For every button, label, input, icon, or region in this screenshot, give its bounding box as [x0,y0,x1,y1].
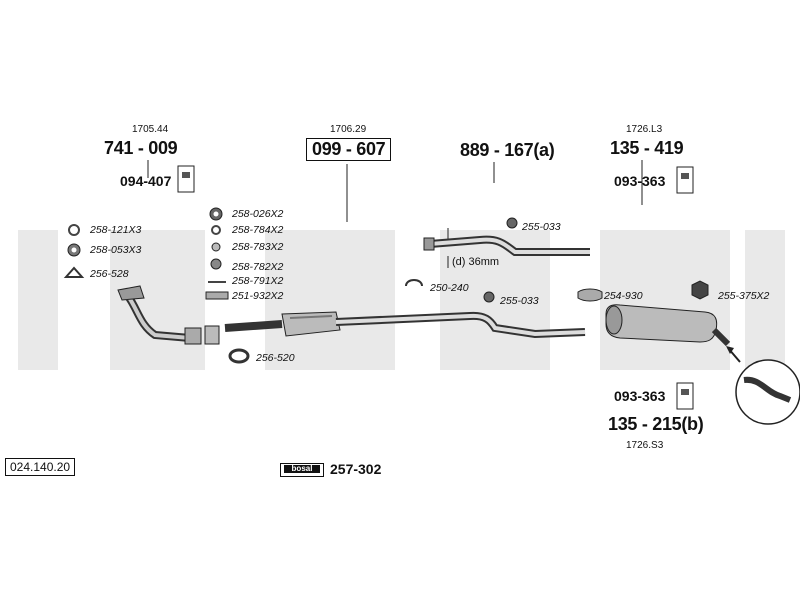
label-251-932: 251-932X2 [232,290,284,302]
watermark-block-end [745,230,785,370]
bracket-093-363-top-detail [681,173,689,179]
label-258-784: 258-784X2 [232,224,284,236]
label-pipe-d: (d) 36mm [452,256,500,268]
label-250-240: 250-240 [430,282,469,294]
label-258-782: 258-782X2 [232,261,284,273]
front-pipe [124,293,191,342]
label-255-033-top: 255-033 [522,221,561,233]
gasket-258-121 [68,224,80,236]
ref-1726l3: 1726.L3 [626,124,663,135]
front-pipe-highlight [126,294,191,340]
part-number-741[interactable]: 741 - 009 [104,138,178,158]
bracket-093-363-top [676,166,694,194]
diagram-code: 024.140.20 [5,458,76,476]
label-254-930: 254-930 [604,290,643,302]
label-256-520: 256-520 [256,352,295,364]
bracket-094-407 [177,165,195,193]
label-255-033-mid: 255-033 [500,295,539,307]
ref-1726s3: 1726.S3 [626,440,664,451]
rear-muffler-end [605,305,623,335]
intermediate-pipe-end [423,237,435,251]
label-256-528: 256-528 [90,268,129,280]
part-number-099[interactable]: 099 - 607 [306,138,392,161]
catalyst-shade [289,315,333,319]
mid-pipe-right-hl [335,313,586,337]
label-258-053: 258-053X3 [90,244,142,256]
label-255-375: 255-375X2 [718,290,770,302]
hanger-255-033-mid [483,291,495,303]
washer-258-783 [211,242,221,252]
nut-258-782 [210,258,222,270]
part-number-093-top[interactable]: 093-363 [614,173,666,189]
ref-1706: 1706.29 [330,124,367,135]
tailpipe [711,327,731,347]
part-number-889[interactable]: 889 - 167(a) [460,140,555,160]
nut-255-375 [691,280,709,300]
gasket-250-240 [405,279,423,287]
clamp-254-930 [577,288,603,302]
detail-callout-pipe [743,376,792,403]
label-258-121: 258-121X3 [90,224,142,236]
ref-1705: 1705.44 [132,124,169,135]
part-number-135-215[interactable]: 135 - 215(b) [608,414,704,434]
rear-muffler [605,304,718,343]
label-258-791: 258-791X2 [232,275,284,287]
watermark-block-b [18,230,58,370]
bracket-093-363-bottom-detail [681,389,689,395]
bosal-logo-text: bosal [284,465,320,473]
nut-258-053-hole [71,247,77,253]
watermark-block-s [265,230,395,370]
ring-256-528 [63,266,85,278]
detail-arrow-head [726,346,734,354]
part-number-257[interactable]: 257-302 [330,461,382,477]
part-number-135-419[interactable]: 135 - 419 [610,138,684,158]
front-pipe-clamp-2 [204,325,220,345]
watermark-block-l [600,230,730,370]
washer-258-784 [211,225,221,235]
bracket-093-363-bottom [676,382,694,410]
hanger-255-033-top [506,217,518,229]
bosal-logo-box: bosal [280,463,324,477]
part-number-093-bottom[interactable]: 093-363 [614,388,666,404]
label-258-026: 258-026X2 [232,208,284,220]
bracket-094-407-detail [182,172,190,178]
intermediate-pipe-hl [429,237,590,254]
mid-pipe-left [224,320,283,332]
spring-251-932 [205,291,229,300]
part-number-094[interactable]: 094-407 [120,173,172,189]
front-pipe-clamp [184,327,202,345]
gasket-256-520 [228,348,250,364]
label-258-783: 258-783X2 [232,241,284,253]
nut-258-026-hole [213,211,219,217]
front-flange [117,285,145,301]
